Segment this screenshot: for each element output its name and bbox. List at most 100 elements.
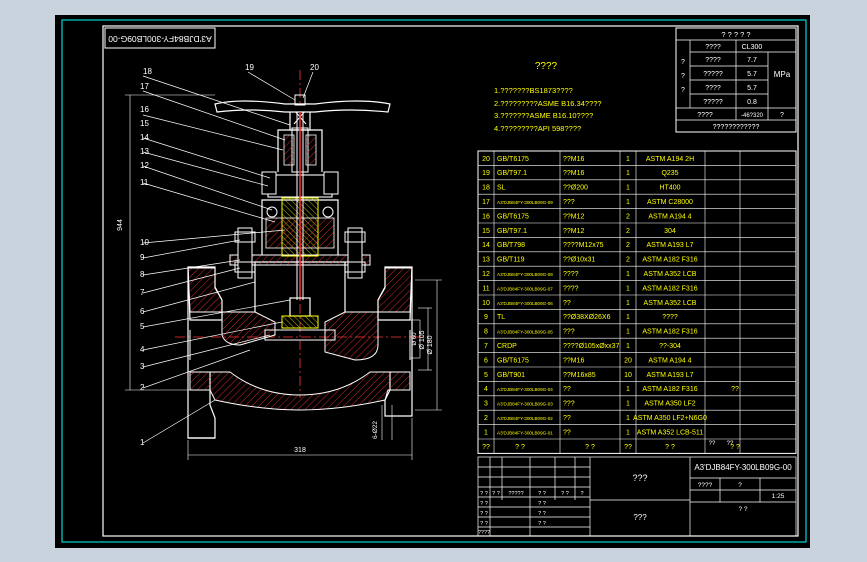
svg-text:20: 20 [310, 63, 319, 72]
bom-cell-material: ASTM A350 LF2+N6G0 [633, 415, 707, 422]
bom-cell-no: 18 [482, 185, 490, 192]
bom-cell-no: 2 [484, 415, 488, 422]
note-3: 3.???????ASME B16.10???? [494, 111, 593, 120]
svg-text:? ?: ? ? [538, 501, 546, 507]
bom-cell-no: 20 [482, 156, 490, 163]
svg-text:13: 13 [140, 147, 149, 156]
svg-text:7.7: 7.7 [747, 57, 757, 64]
svg-text:? ?: ? ? [480, 511, 488, 517]
bom-cell-code: A3'DJB84FY-300LB09G-07 [497, 286, 553, 291]
svg-text:?????: ????? [703, 99, 723, 106]
svg-text:????: ???? [478, 530, 490, 536]
handwheel [214, 100, 391, 113]
valve-section-view[interactable] [175, 70, 428, 439]
bom-cell-name: ?? [563, 415, 571, 422]
svg-text:?: ? [738, 482, 742, 489]
bom-cell-material: ???? [662, 314, 678, 321]
title-center-2: ??? [633, 513, 647, 522]
bom-cell-code: A3'DJB84FY-300LB09G-04 [497, 387, 553, 392]
bom-cell-name: ??M16 [563, 156, 585, 163]
bom-cell-code: A3'DJB84FY-300LB09G-02 [497, 416, 553, 421]
svg-text:????: ???? [698, 482, 713, 489]
svg-text:? ? ? ? ?: ? ? ? ? ? [721, 30, 750, 39]
svg-text:1: 1 [140, 438, 145, 447]
bom-cell-name: ??? [563, 199, 575, 206]
note-2: 2.?????????ASME B16.34???? [494, 99, 602, 108]
title-scale: 1:25 [772, 493, 785, 500]
bom-cell-code: A3'DJB84FY-300LB09G-09 [497, 200, 553, 205]
svg-text:? ?: ? ? [492, 491, 500, 497]
svg-text:3: 3 [140, 362, 145, 371]
bom-cell-material: ASTM A182 F316 [642, 285, 697, 292]
bom-cell-no: 15 [482, 228, 490, 235]
bom-cell-qty: 1 [626, 429, 630, 436]
title-block [477, 456, 797, 537]
bom-cell-no: 13 [482, 257, 490, 264]
bom-cell-qty: 10 [624, 372, 632, 379]
bom-cell-qty: 1 [626, 314, 630, 321]
svg-text:? ?: ? ? [561, 491, 569, 497]
bom-cell-name: ??Ø38XØ26X6 [563, 314, 611, 321]
bom-cell-no: 12 [482, 271, 490, 278]
bom-cell-material: 304 [664, 228, 676, 235]
svg-text:19: 19 [245, 63, 254, 72]
bom-header-qty: ?? [624, 444, 632, 451]
bom-cell-no: 19 [482, 170, 490, 177]
bom-cell-name: ???? [563, 271, 579, 278]
bom-cell-material: ASTM A194 2H [646, 156, 694, 163]
bom-cell-code: GB/T6175 [497, 156, 529, 163]
svg-text:5: 5 [140, 322, 145, 331]
bom-header-name: ? ? [585, 444, 595, 451]
svg-text:14: 14 [140, 133, 149, 142]
bom-cell-name: ????M12x75 [563, 242, 604, 249]
bom-cell-name: ?? [563, 429, 571, 436]
bom-cell-qty: 2 [626, 242, 630, 249]
dimension-lines [125, 94, 442, 460]
svg-text:10: 10 [140, 238, 149, 247]
overall-height-dim: 944 [117, 219, 124, 231]
note-4: 4.?????????API 598???? [494, 124, 581, 133]
bom-cell-name: ??? [563, 329, 575, 336]
bom-cell-no: 17 [482, 199, 490, 206]
svg-text:9: 9 [140, 253, 145, 262]
bom-cell-name: ??M16 [563, 357, 585, 364]
bom-cell-material: ASTM A194 4 [648, 213, 691, 220]
bom-cell-no: 1 [484, 429, 488, 436]
svg-text:17: 17 [140, 82, 149, 91]
svg-text:18: 18 [143, 67, 152, 76]
svg-text:0.8: 0.8 [747, 99, 757, 106]
bom-cell-code: GB/T6175 [497, 357, 529, 364]
notes-title: ???? [535, 61, 558, 72]
bom-cell-name: ??M12 [563, 213, 585, 220]
bom-cell-material: ASTM A193 L7 [646, 242, 693, 249]
bom-cell-name: ?? [563, 386, 571, 393]
bom-cell-qty: 2 [626, 257, 630, 264]
bom-cell-qty: 1 [626, 415, 630, 422]
svg-text:6: 6 [140, 307, 145, 316]
svg-text:11: 11 [140, 178, 149, 187]
svg-text:????????????: ???????????? [713, 124, 760, 131]
bom-cell-qty: 2 [626, 228, 630, 235]
bom-cell-code: TL [497, 314, 505, 321]
note-1: 1.???????BS1873???? [494, 86, 573, 95]
bom-header-extra2: ?? [727, 441, 734, 447]
bom-cell-no: 3 [484, 401, 488, 408]
svg-text:5.7: 5.7 [747, 85, 757, 92]
bom-cell-no: 5 [484, 372, 488, 379]
svg-text:CL300: CL300 [742, 44, 763, 51]
bom-cell-name: ??Ø10x31 [563, 257, 595, 264]
bom-cell-material: ASTM A350 LF2 [644, 401, 695, 408]
svg-text:? ?: ? ? [480, 491, 488, 497]
svg-text:MPa: MPa [774, 70, 791, 79]
svg-text:?: ? [580, 491, 583, 497]
bom-header-material: ? ? [665, 444, 675, 451]
bom-cell-name: ??M16x85 [563, 372, 596, 379]
leader-lines [142, 71, 314, 444]
bore-dim: Ø 60 [412, 332, 418, 346]
bom-cell-no: 8 [484, 329, 488, 336]
bom-cell-qty: 1 [626, 300, 630, 307]
bom-cell-code: A3'DJB84FY-300LB09G-08 [497, 272, 553, 277]
flange-dim: Ø 105 [419, 330, 426, 349]
bom-cell-no: 4 [484, 386, 488, 393]
